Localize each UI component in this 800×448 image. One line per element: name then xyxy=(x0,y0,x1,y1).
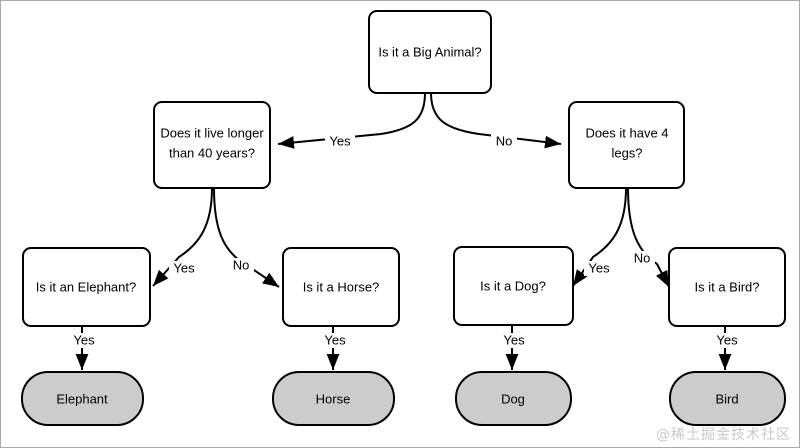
edge-label-longer40-yes: Yes xyxy=(173,260,195,275)
leaf-dog[interactable]: Dog xyxy=(455,371,572,426)
node-root[interactable]: Is it a Big Animal? xyxy=(368,10,492,94)
edge-label-longer40-no: No xyxy=(233,257,250,272)
node-lives-longer-than-40[interactable]: Does it live longer than 40 years? xyxy=(153,101,271,189)
edge-label-root-no: No xyxy=(496,133,513,148)
edge-fourlegs-no: No xyxy=(627,187,670,288)
node-is-bird-label: Is it a Bird? xyxy=(694,279,759,294)
node-root-label: Is it a Big Animal? xyxy=(378,44,481,59)
edge-label-horse-yes: Yes xyxy=(324,332,346,347)
node-four-legs-label-line1: Does it have 4 xyxy=(585,125,668,140)
edge-horse-yes: Yes xyxy=(320,326,350,370)
node-lives-longer-label-line1: Does it live longer xyxy=(160,125,264,140)
edge-root-no: No xyxy=(430,92,562,149)
leaf-bird[interactable]: Bird xyxy=(669,371,786,426)
node-lives-longer-label-line2: than 40 years? xyxy=(169,145,255,160)
edge-label-root-yes: Yes xyxy=(329,133,351,148)
edge-longer40-yes: Yes xyxy=(152,187,213,287)
leaf-horse-label: Horse xyxy=(316,391,351,406)
edge-longer40-no: No xyxy=(213,187,280,288)
node-four-legs-label-line2: legs? xyxy=(611,145,642,160)
node-is-elephant-label: Is it an Elephant? xyxy=(36,279,136,294)
watermark: @稀土掘金技术社区 xyxy=(656,427,791,443)
edge-elephant-yes: Yes xyxy=(69,326,99,370)
edge-label-elephant-yes: Yes xyxy=(73,332,95,347)
node-has-four-legs[interactable]: Does it have 4 legs? xyxy=(568,101,685,189)
edge-fourlegs-yes: Yes xyxy=(572,187,627,287)
edge-root-yes: Yes xyxy=(277,92,426,149)
node-is-horse-question[interactable]: Is it a Horse? xyxy=(282,247,400,327)
node-is-dog-label: Is it a Dog? xyxy=(480,278,546,293)
leaf-elephant[interactable]: Elephant xyxy=(21,371,144,426)
edge-dog-yes: Yes xyxy=(499,326,529,370)
edge-label-fourlegs-yes: Yes xyxy=(588,260,610,275)
edge-label-bird-yes: Yes xyxy=(716,332,738,347)
leaf-bird-label: Bird xyxy=(715,391,738,406)
leaf-horse[interactable]: Horse xyxy=(272,371,395,426)
edge-label-dog-yes: Yes xyxy=(503,332,525,347)
node-is-horse-label: Is it a Horse? xyxy=(303,279,380,294)
node-is-bird-question[interactable]: Is it a Bird? xyxy=(668,247,786,327)
edge-bird-yes: Yes xyxy=(712,326,742,370)
leaf-dog-label: Dog xyxy=(501,391,525,406)
node-is-elephant-question[interactable]: Is it an Elephant? xyxy=(22,247,151,327)
leaf-elephant-label: Elephant xyxy=(56,391,108,406)
edge-label-fourlegs-no: No xyxy=(634,250,651,265)
node-is-dog-question[interactable]: Is it a Dog? xyxy=(453,246,574,326)
